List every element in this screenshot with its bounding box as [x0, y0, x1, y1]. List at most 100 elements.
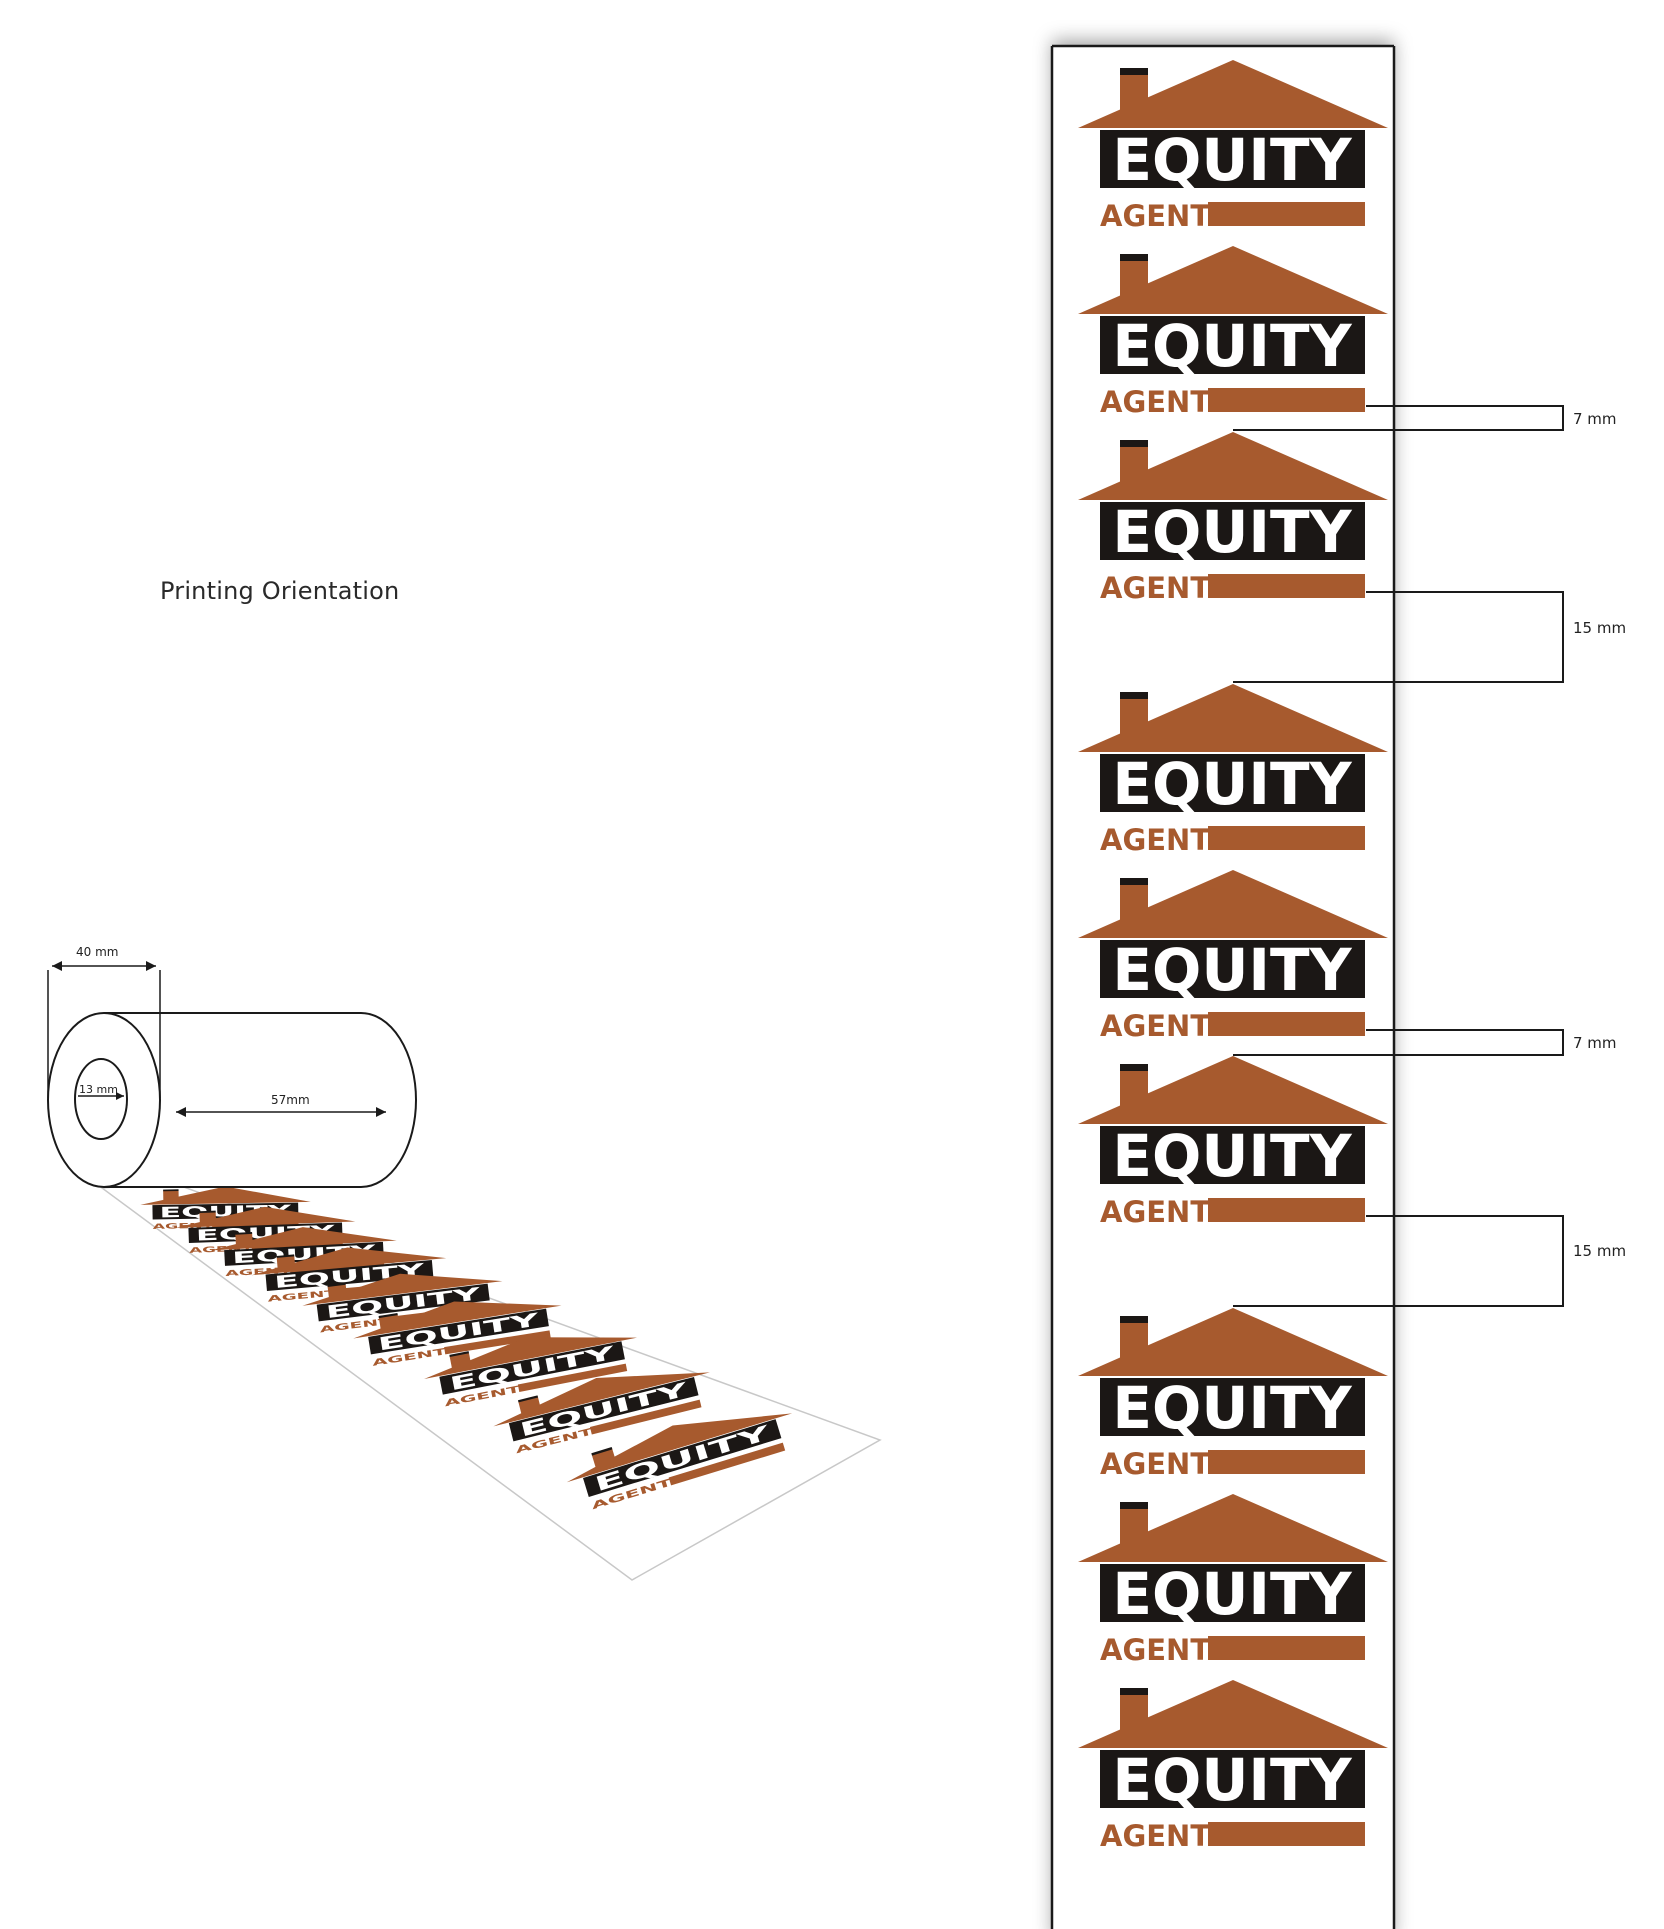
logo-word: EQUITY	[1112, 498, 1352, 566]
roof-shape	[1078, 60, 1388, 128]
logo-sub: AGENT	[1100, 823, 1210, 857]
chimney-cap	[1120, 68, 1148, 75]
logo-word-block	[1100, 754, 1365, 812]
logo-word: EQUITY	[1112, 1374, 1352, 1442]
roof-shape	[1078, 246, 1388, 314]
spacing-bracket	[1233, 1029, 1564, 1056]
spacing-bracket	[1233, 405, 1564, 431]
logo-word: EQUITY	[1112, 750, 1352, 818]
paper-roll: EQUITYAGENTEQUITYAGENTEQUITYAGENTEQUITYA…	[47, 945, 882, 1581]
chimney	[1120, 1692, 1148, 1736]
logo-sub: AGENT	[1100, 199, 1210, 233]
unrolled-logos: EQUITYAGENTEQUITYAGENTEQUITYAGENTEQUITYA…	[140, 1186, 793, 1512]
roll-length-label: 57mm	[271, 1093, 310, 1107]
roof-shape	[140, 1186, 311, 1205]
chimney	[518, 1396, 542, 1416]
chimney-cap	[1120, 878, 1148, 885]
spacing-bracket	[1233, 1215, 1564, 1307]
roof-shape	[1078, 870, 1388, 938]
roof-shape	[175, 1206, 356, 1228]
logo-sub-bar	[517, 1363, 628, 1392]
logo-sub-bar	[1208, 826, 1365, 850]
logo-sub-bar	[444, 1330, 551, 1355]
chimney-cap	[1120, 692, 1148, 699]
logo-word-block	[224, 1241, 384, 1266]
roof-shape	[424, 1337, 638, 1380]
roll-core	[74, 1058, 128, 1140]
equity-agent-logo: EQUITY AGENT	[1078, 60, 1388, 233]
logo-sub-bar	[668, 1442, 786, 1486]
spacing-label: 15 mm	[1573, 1242, 1626, 1260]
logo-word-block	[1100, 1126, 1365, 1184]
logo-word-block	[439, 1341, 625, 1395]
equity-agent-logo: EQUITY AGENT	[1078, 1494, 1388, 1667]
roof-shape	[1078, 1494, 1388, 1562]
chimney	[1120, 258, 1148, 302]
chimney	[235, 1233, 253, 1246]
printing-orientation-title: Printing Orientation	[160, 577, 400, 605]
spacing-label: 7 mm	[1573, 1034, 1617, 1052]
logo-word-block	[582, 1419, 782, 1497]
roof-shape	[1078, 1308, 1388, 1376]
roof-shape	[302, 1273, 503, 1306]
logo-sub-bar	[1208, 1636, 1365, 1660]
chimney	[1120, 444, 1148, 488]
logo-word-block	[1100, 940, 1365, 998]
chimney	[199, 1211, 217, 1224]
logo-word: EQUITY	[1112, 126, 1352, 194]
logo-sub-bar	[1208, 1012, 1365, 1036]
logo-word-block	[368, 1308, 549, 1355]
logo-sub-bar	[1208, 1198, 1365, 1222]
roof-shape	[210, 1227, 397, 1251]
logo-sub-bar	[1208, 202, 1365, 226]
chimney	[1120, 1320, 1148, 1364]
logo-sub: AGENT	[1100, 571, 1210, 605]
chimney-cap	[276, 1254, 295, 1258]
chimney-cap	[1120, 1502, 1148, 1509]
arrow-head	[376, 1107, 386, 1117]
chimney-cap	[1120, 440, 1148, 447]
roof-shape	[1078, 684, 1388, 752]
logo-sub: AGENT	[1100, 1009, 1210, 1043]
chimney-cap	[1120, 1688, 1148, 1695]
logo-word: EQUITY	[1112, 312, 1352, 380]
chimney-cap	[235, 1231, 253, 1235]
logo-word: EQUITY	[1112, 1560, 1352, 1628]
roof-shape	[1078, 1680, 1388, 1748]
logo-word: EQUITY	[1112, 1122, 1352, 1190]
logo-sub-bar	[1208, 388, 1365, 412]
equity-agent-logo: EQUITY AGENT	[1078, 246, 1388, 419]
logo-sub: AGENT	[1100, 1447, 1210, 1481]
logo-word-block	[1100, 1750, 1365, 1808]
chimney	[1120, 1506, 1148, 1550]
logo-word-block	[1100, 1378, 1365, 1436]
logo-word-block	[265, 1260, 434, 1291]
logo-word-block	[508, 1377, 699, 1442]
logo-sub: AGENT	[1100, 1633, 1210, 1667]
chimney-cap	[449, 1351, 470, 1358]
logo-sub: AGENT	[1100, 385, 1210, 419]
arrow-head	[116, 1092, 124, 1100]
roof-shape	[1078, 432, 1388, 500]
chimney	[1120, 1068, 1148, 1112]
logo-sub-bar	[1208, 1450, 1365, 1474]
chimney-cap	[517, 1395, 539, 1403]
logo-sub: AGENT	[1100, 1819, 1210, 1853]
spacing-label: 15 mm	[1573, 619, 1626, 637]
logo-sub-bar	[1208, 574, 1365, 598]
equity-agent-logo: EQUITY AGENT	[1078, 432, 1388, 605]
equity-agent-logo: EQUITY AGENT	[1078, 1308, 1388, 1481]
logo-word: EQUITY	[1112, 1746, 1352, 1814]
core-diameter-label: 13 mm	[79, 1083, 118, 1096]
arrow-head	[146, 961, 156, 971]
chimney	[327, 1283, 348, 1299]
logo-sub-bar	[589, 1399, 702, 1435]
equity-agent-logo: EQUITY AGENT	[1078, 1680, 1388, 1853]
roll-body	[104, 1012, 417, 1188]
logo-sub-bar	[1208, 1822, 1365, 1846]
roof-shape	[1078, 1056, 1388, 1124]
chimney	[1120, 882, 1148, 926]
chimney-cap	[199, 1210, 216, 1214]
spacing-label: 7 mm	[1573, 410, 1617, 428]
